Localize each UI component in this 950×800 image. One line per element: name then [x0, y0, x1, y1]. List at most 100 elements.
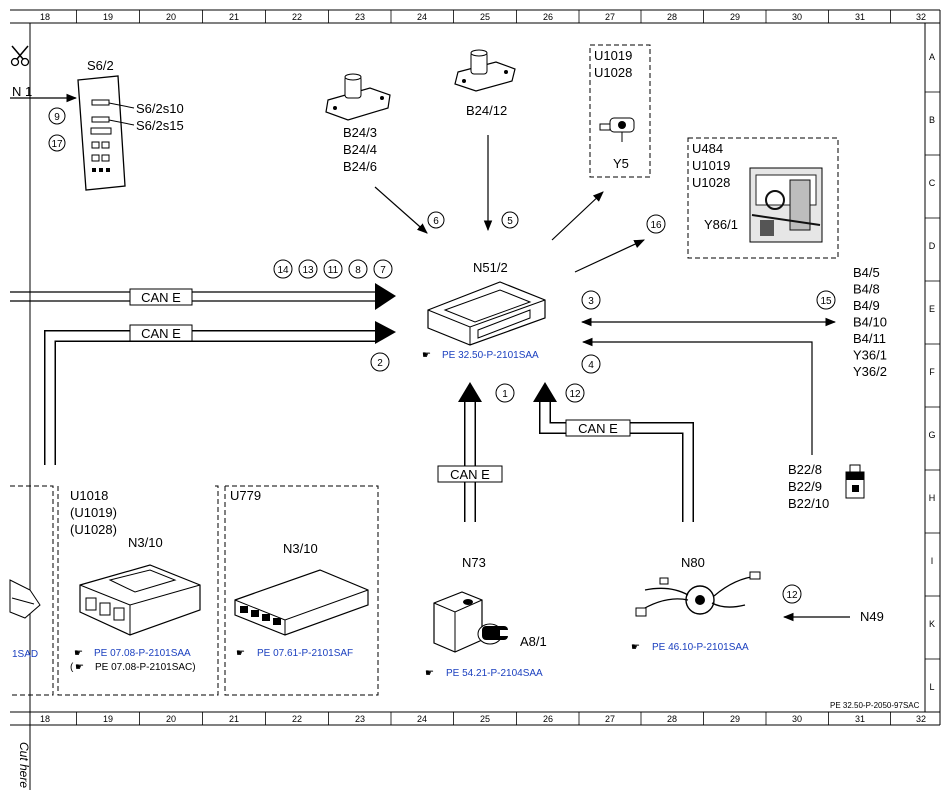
b4-list-item: B4/10: [853, 315, 887, 330]
hand-pointer-icon: ☛: [631, 642, 640, 653]
n49-label: N49: [860, 609, 884, 624]
circle-15: 15: [820, 296, 832, 307]
input-circle: [373, 259, 393, 279]
ruler-right-row: H: [929, 493, 936, 503]
ruler-top-col: 20: [166, 12, 176, 22]
ruler-bottom-col: 20: [166, 714, 176, 724]
n80-ref: PE 46.10-P-2101SAA: [652, 642, 749, 653]
n51-2-manual-ref-link[interactable]: ☛ PE 32.50-P-2101SAA: [422, 350, 539, 361]
n73-ref-link[interactable]: ☛ PE 54.21-P-2104SAA: [425, 668, 543, 679]
circle-16: 16: [650, 220, 662, 231]
ruler-right-row: A: [929, 52, 935, 62]
input-circle: [348, 259, 368, 279]
sensor-b24-3-icon: [325, 73, 391, 121]
n3-10a-ref1-link[interactable]: ☛ PE 07.08-P-2101SAA: [74, 648, 191, 659]
n1-label: N 1: [12, 84, 32, 99]
s6-2s10-label: S6/2s10: [136, 101, 184, 116]
circle-12: 12: [569, 389, 581, 400]
ruler-top-col: 19: [103, 12, 113, 22]
engine-photo-icon: [749, 167, 823, 243]
b22-list-item: B22/8: [788, 462, 822, 477]
ruler-bottom-col: 19: [103, 714, 113, 724]
ruler-bottom-col: 22: [292, 714, 302, 724]
ecu-n3-10b-icon: [234, 569, 369, 636]
n3-10a-label: N3/10: [128, 535, 163, 550]
b4-list-item: Y36/2: [853, 364, 887, 379]
sensor-b24-12-icon: [454, 49, 516, 92]
circle-6: 6: [433, 216, 439, 227]
hand-pointer-icon: ☛: [75, 662, 84, 673]
ruler-top-col: 24: [417, 12, 427, 22]
ruler-top-col: 18: [40, 12, 50, 22]
cut-here-label: Cut here: [17, 742, 31, 788]
doc-reference: PE 32.50-P-2050-97SAC: [830, 701, 920, 710]
n3-10b-ref-link[interactable]: ☛ PE 07.61-P-2101SAF: [236, 648, 353, 659]
hand-pointer-icon: ☛: [425, 668, 434, 679]
n73-ref: PE 54.21-P-2104SAA: [446, 668, 543, 679]
ecu-left-partial-icon: [9, 579, 41, 619]
n3-10a-ref2-open: (: [70, 662, 74, 673]
ruler-top-col: 29: [730, 12, 740, 22]
s6-2-title: S6/2: [87, 58, 114, 73]
can-arrow-head-2: [375, 321, 396, 344]
can-e-label-4: CAN E: [578, 421, 618, 436]
ruler-bottom-col: 31: [855, 714, 865, 724]
circle-3: 3: [588, 296, 594, 307]
circle-9: 9: [54, 112, 60, 123]
b24-4-label: B24/4: [343, 142, 377, 157]
b22-list-item: B22/10: [788, 496, 829, 511]
n73-label: N73: [462, 555, 486, 570]
a8-1-label: A8/1: [520, 634, 547, 649]
ruler-bottom-col: 23: [355, 714, 365, 724]
n80-ref-link[interactable]: ☛ PE 46.10-P-2101SAA: [631, 642, 749, 653]
hand-pointer-icon: ☛: [74, 648, 83, 659]
n3-10a-ref2-link[interactable]: ( ☛ PE 07.08-P-2101SAC): [70, 662, 196, 673]
n3-10b-label: N3/10: [283, 541, 318, 556]
ruler-bottom-col: 32: [916, 714, 926, 724]
ruler-bottom-col: 18: [40, 714, 50, 724]
ruler-top-col: 25: [480, 12, 490, 22]
input-circle-number: 13: [302, 265, 314, 276]
left-partial-box: [10, 485, 54, 696]
b4-list-item: Y36/1: [853, 348, 887, 363]
n3-10b-u779: U779: [230, 488, 261, 503]
can-arrow-head-4: [533, 382, 557, 402]
y5-label: Y5: [613, 156, 629, 171]
ruler-top-col: 30: [792, 12, 802, 22]
n3-10b-ref: PE 07.61-P-2101SAF: [257, 648, 353, 659]
b4-list-item: B4/5: [853, 265, 880, 280]
circle-17: 17: [51, 139, 63, 150]
ruler-bottom-col: 26: [543, 714, 553, 724]
y86-u484: U484: [692, 141, 723, 156]
circle-12-n49: 12: [786, 590, 798, 601]
can-arrow-head-3: [458, 382, 482, 402]
circle-2: 2: [377, 358, 383, 369]
ruler-right-row: L: [929, 682, 934, 692]
control-unit-n51-2-icon: [427, 281, 546, 346]
ruler-bottom-col: 28: [667, 714, 677, 724]
hand-pointer-icon: ☛: [236, 648, 245, 659]
ruler-right-row: C: [929, 178, 936, 188]
input-circle-number: 8: [355, 265, 361, 276]
input-circle-number: 7: [380, 265, 386, 276]
n51-2-ref: PE 32.50-P-2101SAA: [442, 350, 539, 361]
input-circle: [323, 259, 343, 279]
s6-2s15-label: S6/2s15: [136, 118, 184, 133]
n80-label: N80: [681, 555, 705, 570]
y86-u1019: U1019: [692, 158, 730, 173]
n3-10a-u1028: (U1028): [70, 522, 117, 537]
n3-10a-u1018: U1018: [70, 488, 108, 503]
left-ref: 1SAD: [12, 649, 38, 660]
ruler-top-col: 28: [667, 12, 677, 22]
hand-pointer-icon: ☛: [422, 350, 431, 361]
y5-u1028: U1028: [594, 65, 632, 80]
can-arrow-head-1: [375, 283, 396, 310]
n3-10a-ref2: PE 07.08-P-2101SAC): [95, 662, 196, 673]
ruler-bottom-col: 24: [417, 714, 427, 724]
b24-3-label: B24/3: [343, 125, 377, 140]
